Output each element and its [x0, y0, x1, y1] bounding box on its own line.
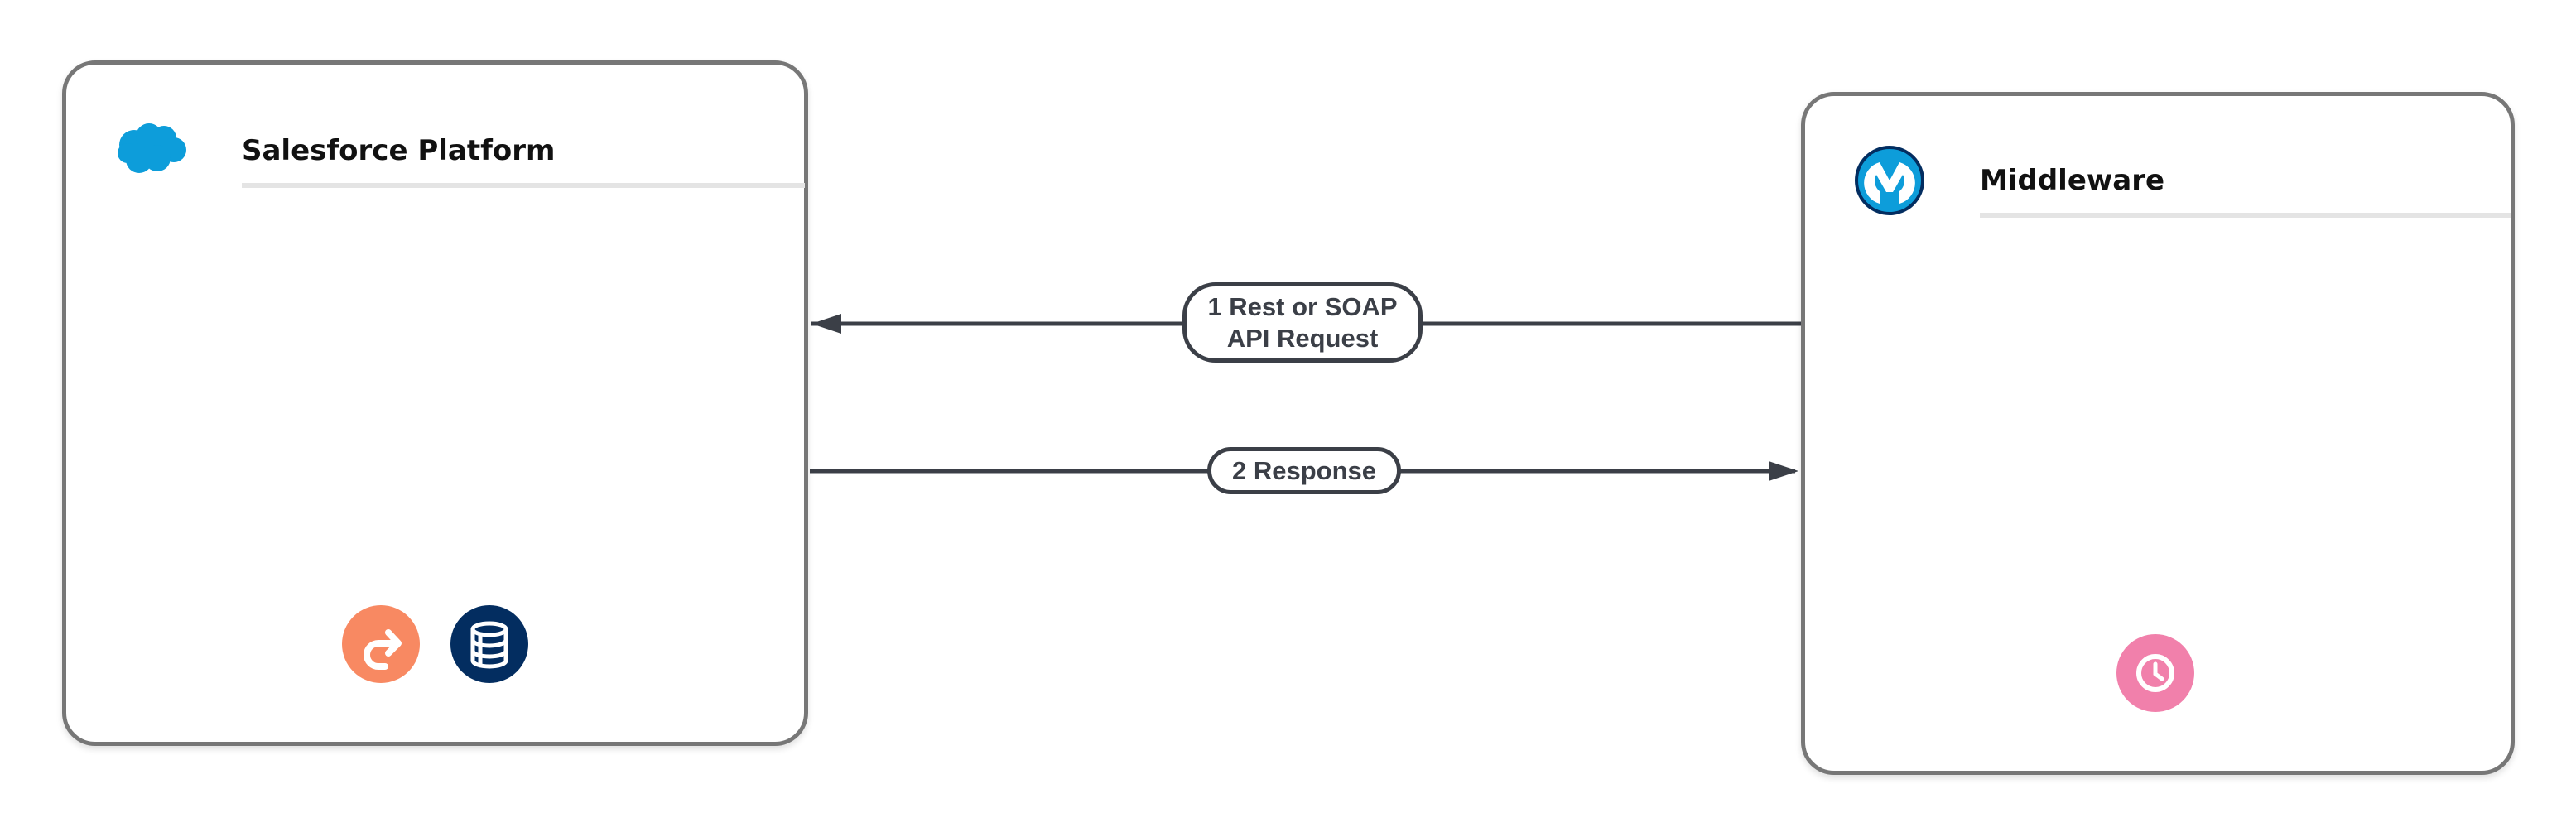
mulesoft-icon [1855, 146, 1924, 219]
redirect-arrow-icon [342, 605, 420, 687]
response-label-text: 2 Response [1231, 455, 1376, 485]
request-label: 1 Rest or SOAP API Request [1182, 282, 1423, 363]
request-label-line2: API Request [1226, 323, 1379, 353]
salesforce-cloud-icon [116, 120, 189, 182]
response-arrowhead [1769, 461, 1798, 481]
database-icon [450, 605, 528, 687]
middleware-divider [1980, 213, 2511, 218]
salesforce-title: Salesforce Platform [242, 134, 556, 167]
middleware-title: Middleware [1980, 164, 2165, 197]
salesforce-platform-node[interactable] [62, 60, 808, 746]
request-label-line1: 1 Rest or SOAP [1207, 291, 1398, 321]
response-label: 2 Response [1207, 447, 1401, 494]
clock-icon [2116, 634, 2194, 716]
salesforce-divider [242, 183, 805, 188]
request-arrowhead [811, 314, 841, 334]
